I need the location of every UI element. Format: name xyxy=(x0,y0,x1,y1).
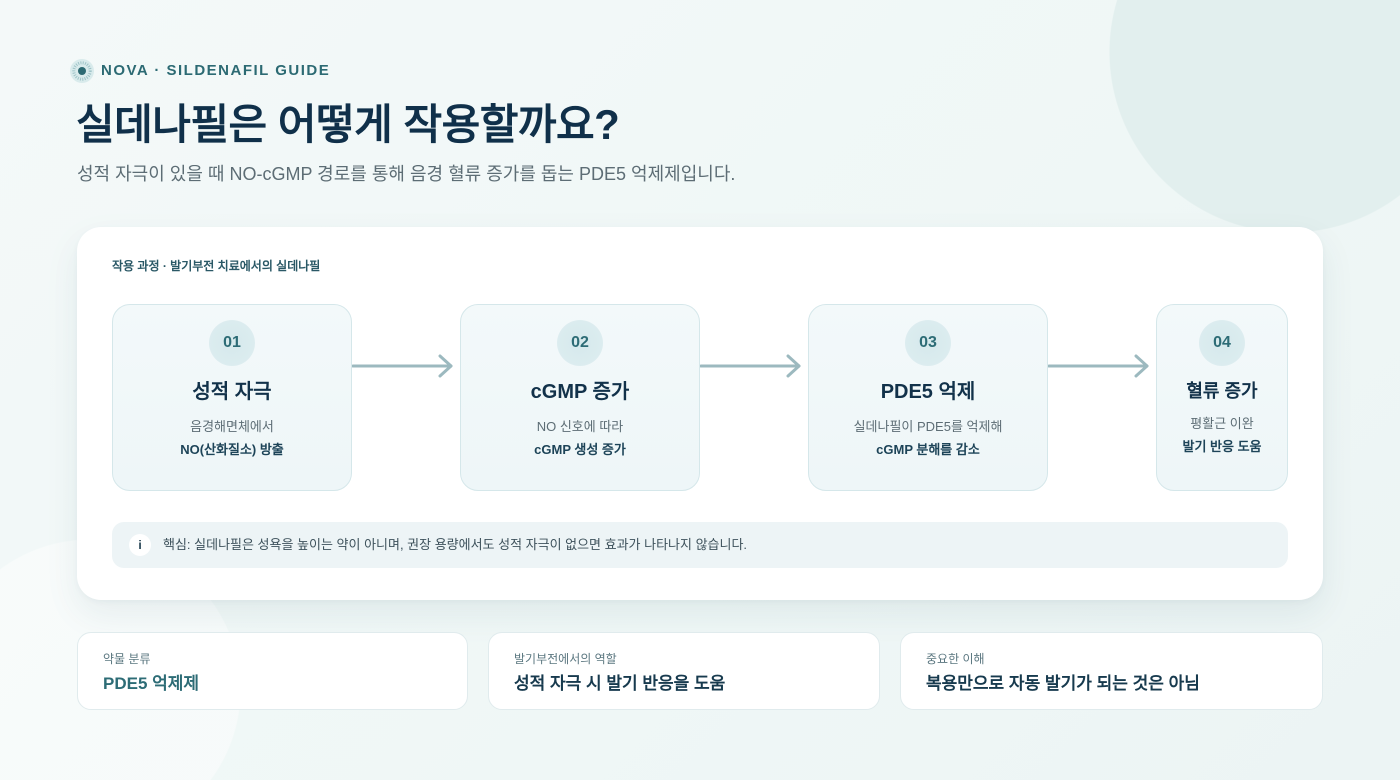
step-card-1: 01 성적 자극 음경해면체에서 NO(산화질소) 방출 xyxy=(112,304,352,491)
fact-card-important: 중요한 이해 복용만으로 자동 발기가 되는 것은 아님 xyxy=(900,632,1323,710)
step-description: NO 신호에 따라 xyxy=(536,419,624,434)
step-description: 평활근 이완 xyxy=(1190,416,1254,431)
step-highlight: 발기 반응 도움 xyxy=(1182,439,1262,454)
step-card-2: 02 cGMP 증가 NO 신호에 따라 cGMP 생성 증가 xyxy=(460,304,700,491)
step-description: 실데나필이 PDE5를 억제해 xyxy=(853,419,1003,434)
fact-card-role: 발기부전에서의 역할 성적 자극 시 발기 반응을 도움 xyxy=(488,632,880,710)
brand-name: NOVA · SILDENAFIL GUIDE xyxy=(101,62,331,79)
step-title: PDE5 억제 xyxy=(880,381,976,403)
step-connector xyxy=(352,354,454,378)
key-note-text: 핵심: 실데나필은 성욕을 높이는 약이 아니며, 권장 용량에서도 성적 자극… xyxy=(163,537,748,552)
arrow-right-icon xyxy=(700,354,801,378)
fact-label: 발기부전에서의 역할 xyxy=(514,652,617,666)
step-connector xyxy=(700,354,802,378)
key-note: i 핵심: 실데나필은 성욕을 높이는 약이 아니며, 권장 용량에서도 성적 … xyxy=(112,522,1288,568)
fact-label: 약물 분류 xyxy=(103,652,151,666)
step-number: 04 xyxy=(1199,320,1245,366)
fact-value: 복용만으로 자동 발기가 되는 것은 아님 xyxy=(926,674,1200,693)
step-title: cGMP 증가 xyxy=(530,381,630,403)
process-card: 작용 과정 · 발기부전 치료에서의 실데나필 01 성적 자극 음경해면체에서… xyxy=(77,227,1323,600)
info-icon: i xyxy=(129,534,151,556)
step-card-4: 04 혈류 증가 평활근 이완 발기 반응 도움 xyxy=(1156,304,1288,491)
fact-value: PDE5 억제제 xyxy=(103,674,200,693)
step-highlight: NO(산화질소) 방출 xyxy=(180,442,284,457)
step-number: 03 xyxy=(905,320,951,366)
fact-label: 중요한 이해 xyxy=(926,652,985,666)
step-number: 02 xyxy=(557,320,603,366)
fact-card-drug-class: 약물 분류 PDE5 억제제 xyxy=(77,632,468,710)
step-description: 음경해면체에서 xyxy=(190,419,274,434)
fact-value: 성적 자극 시 발기 반응을 도움 xyxy=(514,674,726,693)
page-title: 실데나필은 어떻게 작용할까요? xyxy=(76,101,620,148)
step-highlight: cGMP 생성 증가 xyxy=(534,442,626,457)
step-highlight: cGMP 분해를 감소 xyxy=(876,442,980,457)
step-connector xyxy=(1048,354,1150,378)
page-subtitle: 성적 자극이 있을 때 NO-cGMP 경로를 통해 음경 혈류 증가를 돕는 … xyxy=(77,164,736,184)
arrow-right-icon xyxy=(1048,354,1149,378)
step-title: 성적 자극 xyxy=(192,381,272,403)
step-card-3: 03 PDE5 억제 실데나필이 PDE5를 억제해 cGMP 분해를 감소 xyxy=(808,304,1048,491)
process-label: 작용 과정 · 발기부전 치료에서의 실데나필 xyxy=(112,259,321,273)
nova-logo-icon xyxy=(70,59,94,83)
brand: NOVA · SILDENAFIL GUIDE xyxy=(70,59,330,83)
step-title: 혈류 증가 xyxy=(1186,381,1258,401)
arrow-right-icon xyxy=(352,354,453,378)
step-number: 01 xyxy=(209,320,255,366)
